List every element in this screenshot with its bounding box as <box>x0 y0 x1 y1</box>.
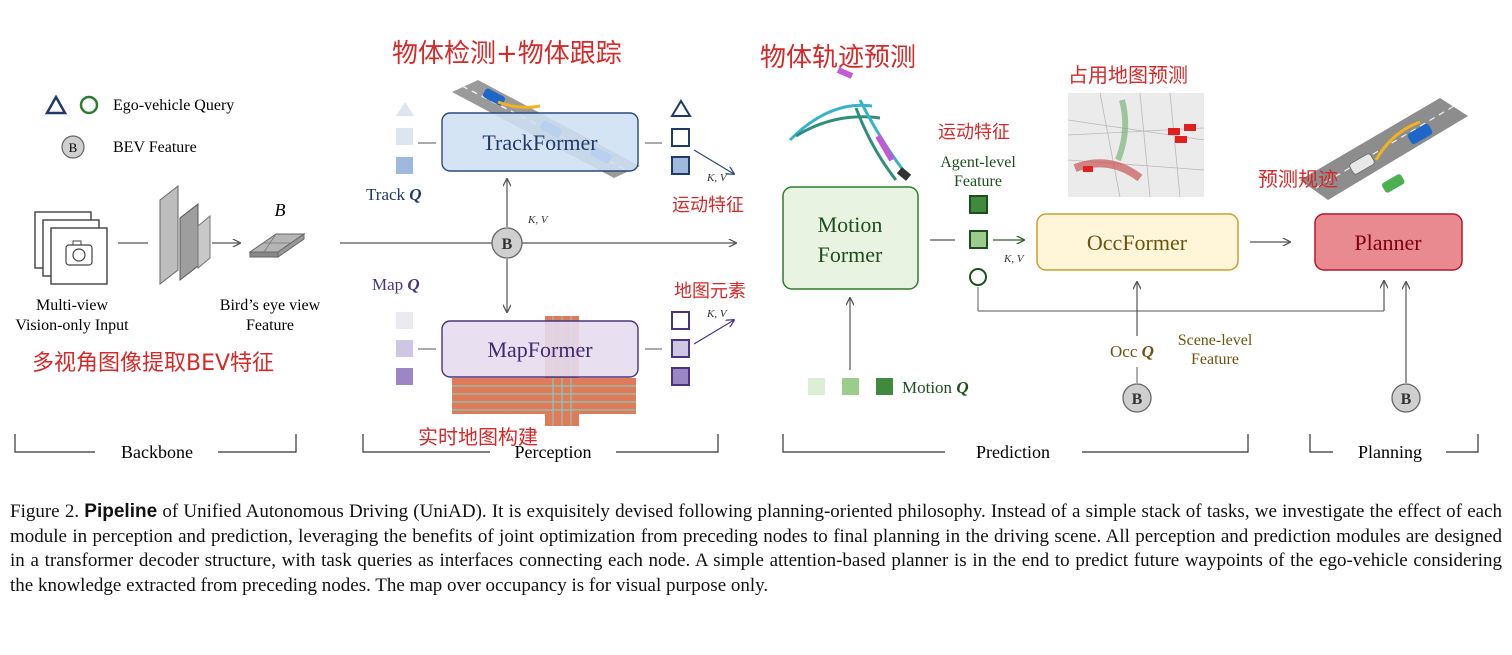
note-occ: 占用地图预测 <box>1068 63 1188 87</box>
bev-token-letter: B <box>69 140 78 155</box>
occ-bev-token <box>1122 383 1152 413</box>
map-query-3 <box>396 368 413 385</box>
mapformer-box[interactable] <box>441 320 639 378</box>
section-prediction: Prediction <box>976 442 1050 462</box>
planning-block: Planner B <box>1300 98 1468 413</box>
pipeline-diagram: Ego-vehicle Query B BEV Feature B <box>14 39 1479 462</box>
agent-feature-label-1: Agent-level <box>940 154 1016 171</box>
planning-scene-image <box>1300 98 1468 200</box>
caption-prefix: Figure 2. <box>10 501 80 522</box>
perception-bev-letter: B <box>502 236 513 253</box>
caption-text: of Unified Autonomous Driving (UniAD). I… <box>10 501 1503 596</box>
occ-bev-letter: B <box>1132 391 1143 408</box>
occ-q-label: Occ Q <box>1110 342 1154 361</box>
trackformer-label: TrackFormer <box>482 130 598 155</box>
motion-q-label: Motion Q <box>902 378 969 397</box>
note-plan: 预测规迹 <box>1258 167 1338 191</box>
perception-kv-label: K, V <box>527 214 549 226</box>
legend: Ego-vehicle Query B BEV Feature <box>44 94 234 159</box>
note-map: 实时地图构建 <box>418 425 538 449</box>
track-out-query-1 <box>671 128 690 147</box>
agent-ego-query-icon <box>969 268 987 286</box>
input-label-1: Multi-view <box>36 297 108 314</box>
note-agent: 运动特征 <box>938 122 1010 143</box>
perception-block: TrackFormer Track Q K, V B K, V Map Q <box>366 80 734 426</box>
agent-query-2 <box>969 230 988 249</box>
scene-feature-label-2: Feature <box>1191 351 1239 368</box>
bev-letter: B <box>275 200 286 220</box>
motion-query-2 <box>842 378 859 395</box>
section-brackets <box>14 434 1479 453</box>
bev-feature-grid-icon <box>248 233 306 258</box>
track-query-triangle-icon <box>396 102 414 116</box>
backbone-block: B Multi-view Vision-only Input Bird’s ey… <box>15 184 321 334</box>
motion-query-3 <box>876 378 893 395</box>
figure-caption: Figure 2. Pipeline of Unified Autonomous… <box>10 500 1502 598</box>
motionformer-label-1: Motion <box>818 212 883 237</box>
section-perception: Perception <box>515 442 592 462</box>
track-query-2 <box>396 157 413 174</box>
track-query-1 <box>396 128 413 145</box>
map-query-2 <box>396 340 413 357</box>
track-out-triangle-icon <box>670 99 692 117</box>
agent-query-1 <box>969 195 988 214</box>
scene-feature-label-1: Scene-level <box>1178 332 1253 349</box>
camera-stack-icon <box>34 211 108 285</box>
handwritten-annotations: 物体检测+物体跟踪 物体轨迹预测 占用地图预测 运动特征 运动特征 地图元素 预… <box>32 39 1338 449</box>
map-q-label: Map Q <box>372 275 420 294</box>
section-backbone: Backbone <box>121 442 193 462</box>
motionformer-label-2: Former <box>818 242 883 267</box>
legend-bev-feature: BEV Feature <box>113 139 197 156</box>
section-planning: Planning <box>1358 442 1422 462</box>
ego-query-circle-icon <box>79 95 99 115</box>
planner-box[interactable] <box>1314 213 1463 271</box>
occformer-box[interactable] <box>1036 213 1239 271</box>
input-label-2: Vision-only Input <box>15 317 129 334</box>
map-query-1 <box>396 312 413 329</box>
motion-trajectory-image <box>788 67 912 181</box>
map-out-query-3 <box>671 367 690 386</box>
legend-ego-query: Ego-vehicle Query <box>113 97 234 114</box>
prediction-block: Motion Former Motion Q Agent-level Featu… <box>782 67 1384 413</box>
note-map-out: 地图元素 <box>674 281 746 302</box>
track-kv-label: K, V <box>706 172 728 184</box>
note-motion: 物体轨迹预测 <box>760 43 916 73</box>
note-track: 物体检测+物体跟踪 <box>392 39 622 69</box>
map-out-query-1 <box>671 311 690 330</box>
map-out-query-2 <box>671 339 690 358</box>
mapformer-label: MapFormer <box>487 337 593 362</box>
agent-feature-label-2: Feature <box>954 173 1002 190</box>
feature-label-1: Bird’s eye view <box>220 297 321 314</box>
note-backbone: 多视角图像提取BEV特征 <box>32 351 274 376</box>
feature-label-2: Feature <box>246 317 294 334</box>
motionformer-box[interactable] <box>782 186 919 290</box>
bev-token-icon <box>61 135 85 159</box>
note-track-out: 运动特征 <box>672 195 744 216</box>
backbone-network-icon <box>159 184 211 286</box>
track-q-label: Track Q <box>366 185 422 204</box>
agent-kv-label: K, V <box>1003 253 1025 265</box>
caption-bold: Pipeline <box>84 501 158 522</box>
perception-bev-token <box>491 227 523 259</box>
trackformer-box[interactable] <box>441 112 639 172</box>
planner-bev-letter: B <box>1401 391 1412 408</box>
occformer-label: OccFormer <box>1087 230 1188 255</box>
occupancy-scene-image <box>1067 92 1205 198</box>
planner-label: Planner <box>1354 230 1422 255</box>
track-out-query-2 <box>671 156 690 175</box>
planner-bev-token <box>1391 383 1421 413</box>
ego-query-triangle-icon <box>44 94 68 115</box>
map-kv-label: K, V <box>706 308 728 320</box>
motion-query-1 <box>808 378 825 395</box>
